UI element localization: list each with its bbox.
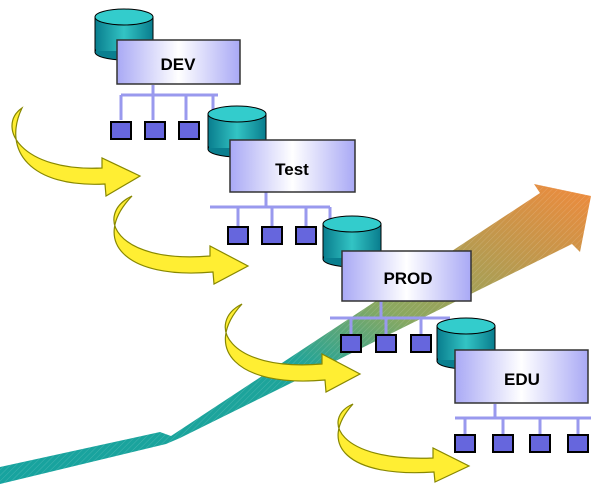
network-node-icon (492, 434, 514, 453)
network-node-icon (529, 434, 551, 453)
environment-prod: PROD (322, 215, 472, 353)
network-nodes (454, 434, 589, 453)
network-node-icon (454, 434, 476, 453)
environment-label-test: Test (275, 160, 309, 179)
network-nodes (227, 226, 317, 245)
environment-label-dev: DEV (161, 55, 197, 74)
network-lines (330, 300, 450, 334)
network-node-icon (567, 434, 589, 453)
environment-label-edu: EDU (504, 370, 540, 389)
environment-dev: DEV (94, 8, 241, 140)
network-lines (455, 404, 591, 434)
network-node-icon (340, 334, 362, 353)
server-box-icon (341, 250, 472, 302)
network-node-icon (261, 226, 283, 245)
network-node-icon (144, 121, 166, 140)
network-lines (119, 85, 218, 120)
network-lines (210, 192, 332, 226)
network-node-icon (410, 334, 432, 353)
server-box-icon (454, 349, 589, 404)
network-node-icon (110, 121, 132, 140)
curved-arrow-icon (11, 106, 142, 198)
server-box-icon (229, 139, 356, 193)
network-node-icon (178, 121, 200, 140)
environment-label-prod: PROD (383, 269, 432, 288)
network-node-icon (375, 334, 397, 353)
environment-edu: EDU (436, 317, 591, 453)
server-box-icon (116, 39, 241, 85)
network-nodes (340, 334, 432, 353)
network-nodes (110, 121, 200, 140)
network-node-icon (295, 226, 317, 245)
curved-arrow-icon (224, 303, 362, 393)
curved-arrow-icon (113, 195, 250, 285)
environment-test: Test (207, 105, 356, 245)
network-node-icon (227, 226, 249, 245)
curved-arrow-icon (337, 403, 471, 483)
